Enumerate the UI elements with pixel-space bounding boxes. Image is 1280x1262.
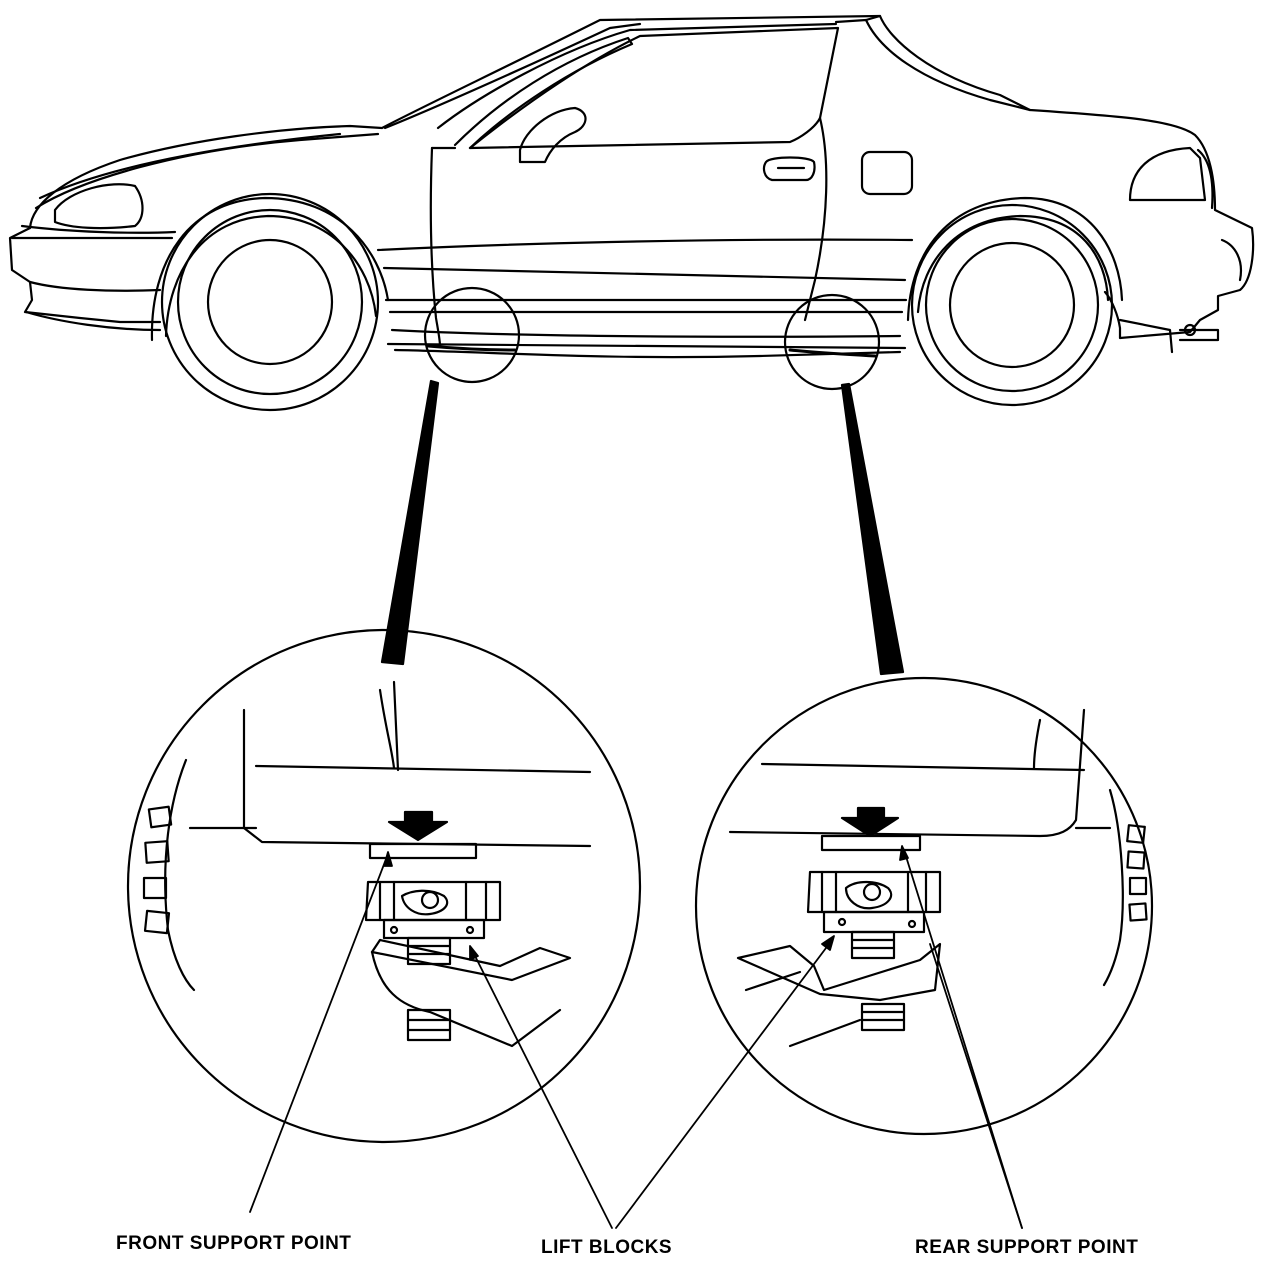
car-side-view — [8, 14, 1255, 412]
rear-support-pad — [820, 834, 922, 852]
rear-down-arrow — [840, 806, 900, 838]
lift-blocks-label: LIFT BLOCKS — [541, 1237, 673, 1258]
front-support-point-label: FRONT SUPPORT POINT — [116, 1233, 352, 1254]
front-support-pad — [368, 842, 478, 860]
front-detail-view — [126, 628, 642, 1144]
leader-lines — [249, 845, 1023, 1229]
front-locator-circle — [423, 286, 521, 384]
rear-connector-wedge — [840, 382, 905, 676]
front-down-arrow — [387, 810, 449, 842]
front-lift-block — [364, 880, 572, 1048]
rear-detail-view — [694, 676, 1154, 1136]
rear-locator-circle — [783, 293, 881, 391]
rear-lift-block — [736, 870, 942, 1048]
rear-support-point-label: REAR SUPPORT POINT — [915, 1237, 1139, 1258]
front-connector-wedge — [380, 379, 440, 666]
